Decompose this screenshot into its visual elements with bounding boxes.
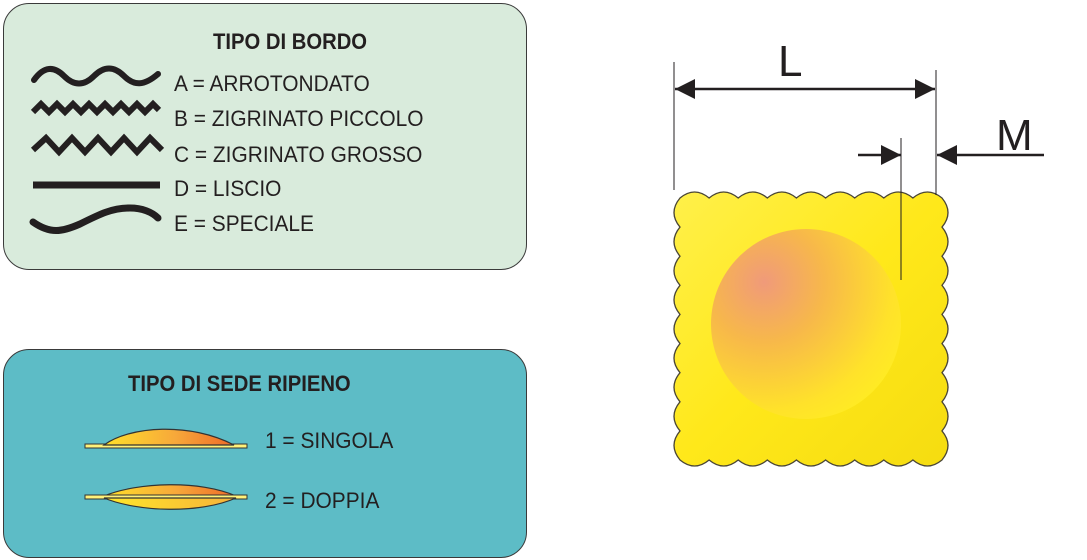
filling-type-panel [3, 349, 527, 558]
single-filling-icon [84, 428, 248, 449]
edge-type-panel [3, 3, 527, 270]
margin-dimension [858, 138, 1044, 280]
edge-label-b: B = ZIGRINATO PICCOLO [174, 106, 424, 131]
double-filling-icon [84, 484, 248, 510]
ravioli-filling [711, 229, 901, 419]
edge-label-c: C = ZIGRINATO GROSSO [174, 142, 423, 167]
large-zigzag-edge-icon [30, 133, 165, 157]
special-edge-icon [29, 204, 162, 234]
length-label: L [778, 37, 803, 86]
ravioli-illustration [673, 191, 949, 467]
edge-label-e: E = SPECIALE [174, 211, 314, 236]
edge-label-d: D = LISCIO [174, 176, 282, 201]
length-dimension [673, 62, 937, 195]
filling-label-single: 1 = SINGOLA [265, 428, 394, 453]
rounded-edge-icon [31, 65, 161, 87]
margin-label: M [996, 111, 1033, 160]
edge-label-a: A = ARROTONDATO [174, 71, 370, 96]
edge-type-title: TIPO DI BORDO [213, 29, 368, 54]
small-zigzag-edge-icon [30, 99, 162, 117]
filling-label-double: 2 = DOPPIA [265, 488, 380, 513]
filling-type-title: TIPO DI SEDE RIPIENO [128, 371, 351, 396]
